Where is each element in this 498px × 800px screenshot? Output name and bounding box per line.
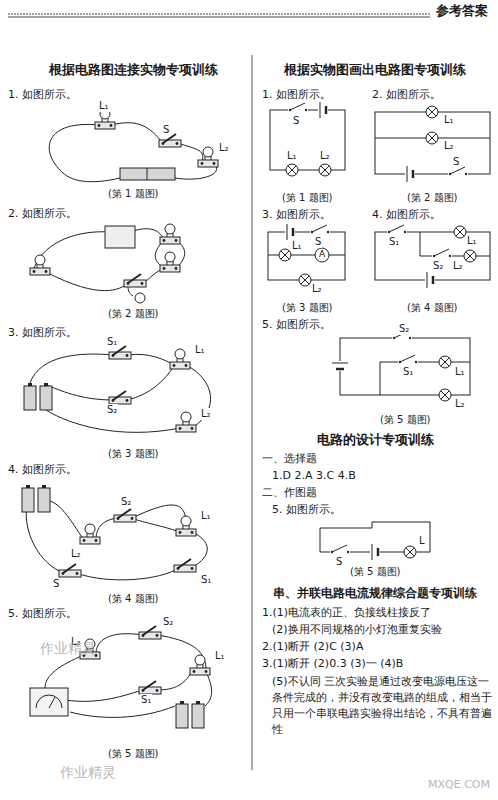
section-title: 根据电路图连接实物专项训练: [49, 62, 218, 78]
figure-caption: (第 3 题图): [108, 448, 159, 460]
answer-text: (2)换用不同规格的小灯泡重复实验: [272, 623, 442, 636]
figure-caption: (第 5 题图): [108, 748, 159, 760]
answer-text: 1. 如图所示。: [262, 88, 331, 101]
component-label: S: [52, 578, 60, 590]
component-label: A: [319, 249, 325, 260]
component-label: L₁: [98, 100, 110, 112]
component-label: L₂: [452, 260, 464, 272]
answer-text: 3. 如图所示。: [8, 326, 77, 339]
component-label: S₁: [140, 694, 152, 706]
answer-text: 2. 如图所示。: [8, 207, 77, 220]
answer-text: 1.D 2.A 3.C 4.B: [272, 469, 356, 482]
answer-text: 2. 如图所示。: [372, 88, 441, 101]
component-label: S₂: [120, 496, 132, 508]
component-label: S₁: [388, 236, 400, 248]
component-label: S₂: [398, 323, 410, 335]
answer-text: 3. 如图所示。: [262, 208, 331, 221]
component-label: L₁: [286, 150, 298, 162]
component-label: L: [418, 535, 426, 547]
figure-caption: (第 2 题图): [108, 308, 159, 320]
figure-caption: (第 1 题图): [108, 188, 159, 200]
component-label: L₁: [466, 235, 478, 247]
component-label: S₁: [200, 574, 212, 586]
component-label: L₂: [311, 283, 323, 295]
answer-text: 二、作图题: [262, 486, 317, 499]
watermark: 作业精灵: [60, 764, 116, 781]
page-header: 参考答案: [436, 3, 488, 19]
figure-caption: (第 1 题图): [282, 192, 333, 204]
component-label: S: [314, 236, 322, 248]
component-label: L₂: [70, 548, 82, 560]
component-label: L₂: [200, 408, 212, 420]
answer-text: 5. 如图所示。: [262, 318, 331, 331]
component-label: S₂: [162, 616, 174, 628]
answer-text: 1.(1)电流表的正、负接线柱接反了: [262, 606, 431, 619]
figure-caption: (第 4 题图): [108, 593, 159, 605]
component-label: S: [452, 156, 460, 168]
component-label: L₂: [454, 398, 466, 410]
component-label: L₁: [443, 114, 455, 126]
component-label: S₁: [106, 336, 118, 348]
component-label: L₁: [194, 344, 206, 356]
component-label: L₁: [200, 510, 212, 522]
component-label: L₂: [218, 142, 230, 154]
figure-caption: (第 2 题图): [407, 192, 458, 204]
figure-caption: (第 4 题图): [407, 302, 458, 314]
answer-text: 5. 如图所示。: [8, 607, 77, 620]
component-label: S: [292, 115, 300, 127]
section-title: 根据实物图画出电路图专项训练: [284, 62, 466, 78]
component-label: S₁: [402, 366, 414, 378]
figure-caption: (第 3 题图): [282, 302, 333, 314]
component-label: S₂: [432, 260, 444, 272]
figure-caption: (第 5 题图): [350, 566, 401, 578]
answer-text: 4. 如图所示。: [8, 463, 77, 476]
component-label: S₂: [106, 404, 118, 416]
component-label: L₁: [291, 240, 303, 252]
component-label: S: [162, 124, 170, 136]
answer-text: 2.(1)断开 (2)C (3)A: [262, 640, 363, 653]
component-label: L₂: [319, 150, 331, 162]
component-label: L₁: [214, 650, 226, 662]
component-label: S: [335, 556, 343, 568]
component-label: L₂: [443, 140, 455, 152]
answer-text: 1. 如图所示。: [8, 88, 77, 101]
watermark: 作业精灵: [40, 640, 96, 657]
answer-text: 5. 如图所示。: [272, 503, 341, 516]
answer-text: 3.(1)断开 (2)0.3 (3)一 (4)B: [262, 657, 403, 670]
answer-text: 4. 如图所示。: [372, 208, 441, 221]
watermark: MXQE.COM: [428, 778, 490, 791]
figure-caption: (第 5 题图): [380, 414, 431, 426]
component-label: L₁: [454, 366, 466, 378]
answer-text: (5)不认同 三次实验是通过改变电源电压这一条件完成的，并没有改变电路的组成，相…: [272, 674, 494, 738]
answer-text: 一、选择题: [262, 452, 317, 465]
section-title: 串、并联电路电流规律综合题专项训练: [273, 586, 477, 600]
section-title: 电路的设计专项训练: [317, 432, 434, 448]
